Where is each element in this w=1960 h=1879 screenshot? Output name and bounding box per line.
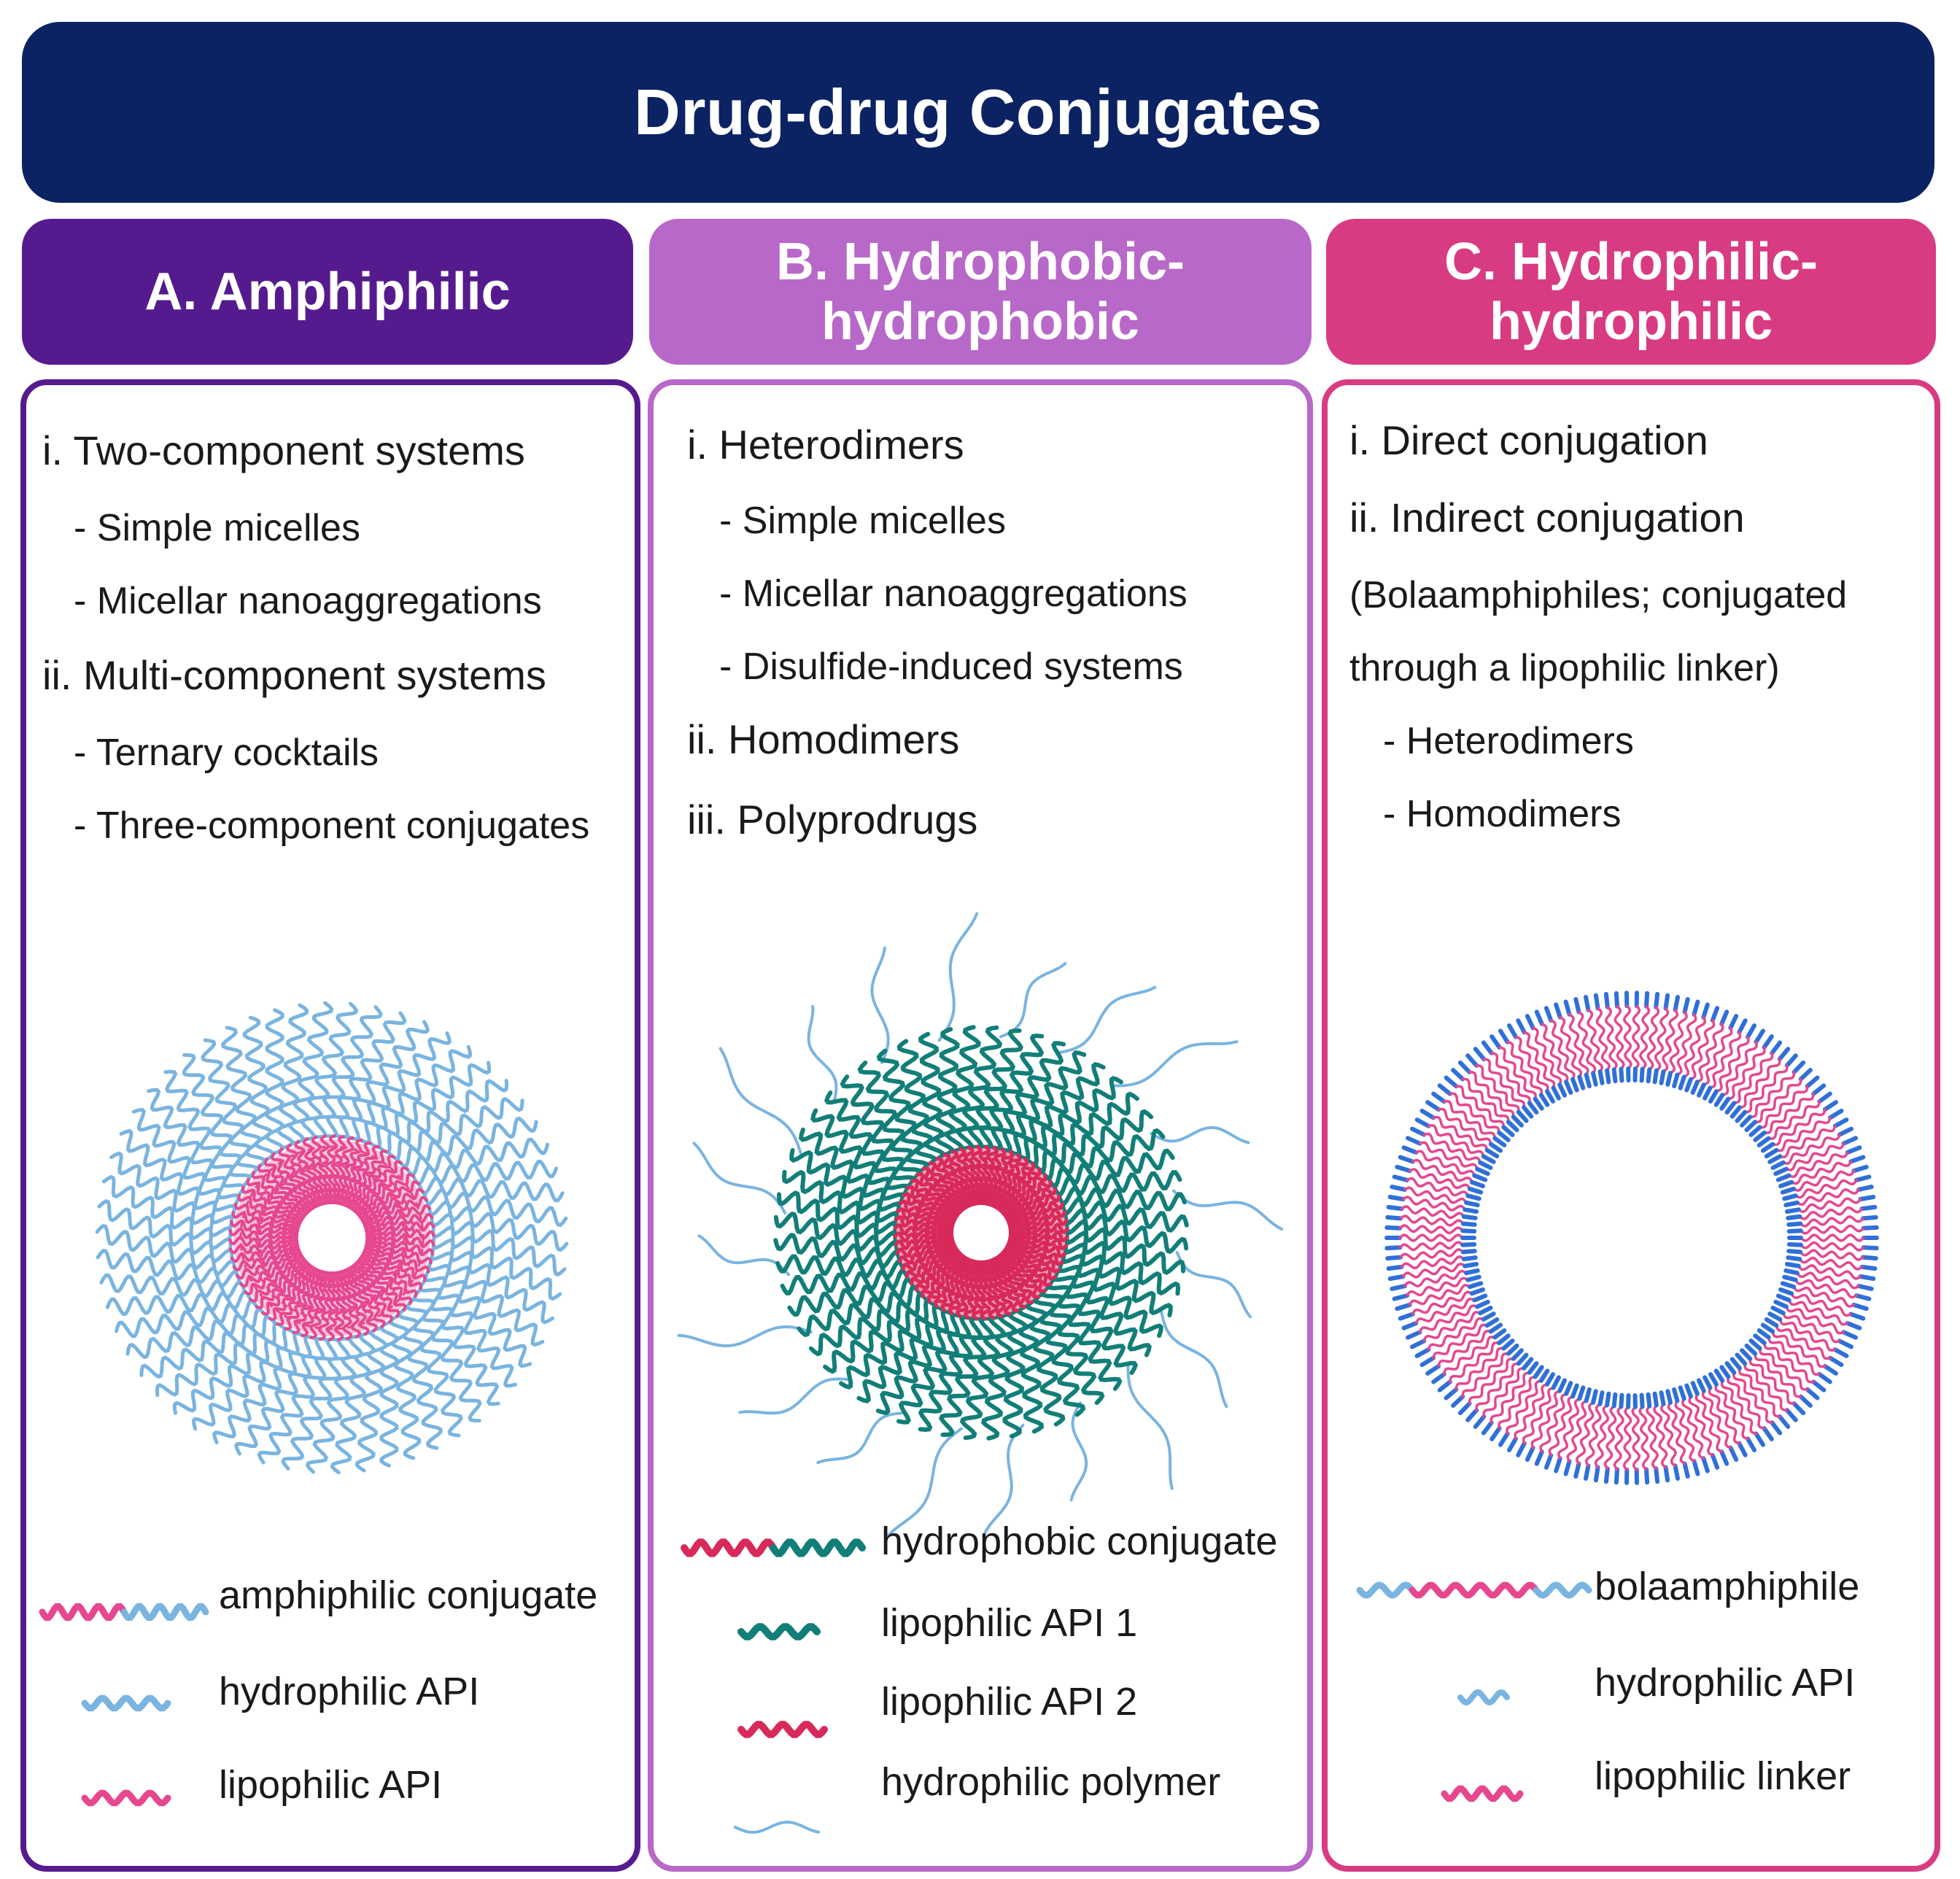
column-a-item-4: ii. Multi-component systems	[42, 652, 546, 698]
legend-a-label-2: hydrophilic API	[219, 1670, 480, 1713]
hydrophilic-api-icon	[81, 1694, 171, 1712]
column-b-item-6: iii. Polyprodrugs	[687, 797, 978, 842]
column-a-item-2: - Simple micelles	[74, 507, 360, 549]
lipophilic-api-1-icon	[737, 1623, 821, 1640]
column-a-item-1: i. Two-component systems	[42, 427, 525, 473]
column-a-item-3: - Micellar nanoaggregations	[74, 580, 542, 622]
column-b-item-1: i. Heterodimers	[687, 422, 964, 468]
column-c-heading: C. Hydrophilic- hydrophilic	[1326, 219, 1936, 365]
column-c-item-6: - Homodimers	[1383, 793, 1622, 835]
lipophilic-linker-icon	[1441, 1785, 1524, 1802]
hydrophilic-polymer-icon	[734, 1820, 820, 1835]
legend-b-label-3: lipophilic API 2	[881, 1680, 1138, 1724]
amphiphilic-conjugate-icon	[39, 1603, 209, 1622]
column-c-item-5: - Heterodimers	[1383, 720, 1634, 762]
hydrophilic-api-c-icon	[1457, 1689, 1510, 1706]
amphiphilic-micelle-illustration	[95, 1001, 569, 1475]
column-b-heading: B. Hydrophobic- hydrophobic	[649, 219, 1312, 365]
column-b-item-5: ii. Homodimers	[687, 716, 960, 762]
column-c-item-4: through a lipophilic linker)	[1349, 647, 1780, 689]
legend-a-label-3: lipophilic API	[219, 1763, 443, 1807]
bolaamphiphile-vesicle-illustration	[1384, 991, 1879, 1485]
lipophilic-api-icon	[81, 1789, 171, 1807]
column-b-item-3: - Micellar nanoaggregations	[719, 573, 1188, 615]
bolaamphiphile-icon	[1356, 1581, 1592, 1599]
column-b-item-2: - Simple micelles	[719, 500, 1006, 542]
column-c-item-1: i. Direct conjugation	[1349, 417, 1708, 463]
column-a-item-5: - Ternary cocktails	[74, 732, 379, 774]
column-c-heading-line-2: hydrophilic	[1489, 292, 1773, 351]
lipophilic-api-2-icon	[737, 1721, 828, 1738]
hydrophobic-micelle-illustration	[677, 912, 1284, 1539]
page-title: Drug-drug Conjugates	[634, 76, 1322, 148]
legend-b-label-1: hydrophobic conjugate	[881, 1519, 1278, 1563]
column-b-heading-line-1: B. Hydrophobic-	[776, 233, 1185, 291]
legend-c-label-3: lipophilic linker	[1595, 1754, 1851, 1798]
column-b-item-4: - Disulfide-induced systems	[719, 646, 1183, 688]
column-a-heading-line: A. Amphiphilic	[144, 263, 511, 321]
column-c-heading-line-1: C. Hydrophilic-	[1444, 233, 1818, 291]
hydrophobic-conjugate-icon	[681, 1538, 866, 1557]
column-c-item-3: (Bolaamphiphiles; conjugated	[1349, 574, 1848, 616]
column-a-item-6: - Three-component conjugates	[74, 805, 590, 847]
column-a-heading: A. Amphiphilic	[22, 219, 633, 365]
column-b-heading-line-2: hydrophobic	[821, 292, 1139, 351]
title-banner: Drug-drug Conjugates	[22, 22, 1934, 203]
column-c-item-2: ii. Indirect conjugation	[1349, 495, 1745, 541]
legend-c-label-1: bolaamphiphile	[1595, 1565, 1860, 1608]
legend-b-label-4: hydrophilic polymer	[881, 1760, 1221, 1804]
legend-a-label-1: amphiphilic conjugate	[219, 1573, 598, 1617]
legend-b-label-2: lipophilic API 1	[881, 1601, 1138, 1645]
legend-c-label-2: hydrophilic API	[1595, 1661, 1856, 1705]
column-b-panel: i. Heterodimers - Simple micelles - Mice…	[648, 379, 1313, 1872]
